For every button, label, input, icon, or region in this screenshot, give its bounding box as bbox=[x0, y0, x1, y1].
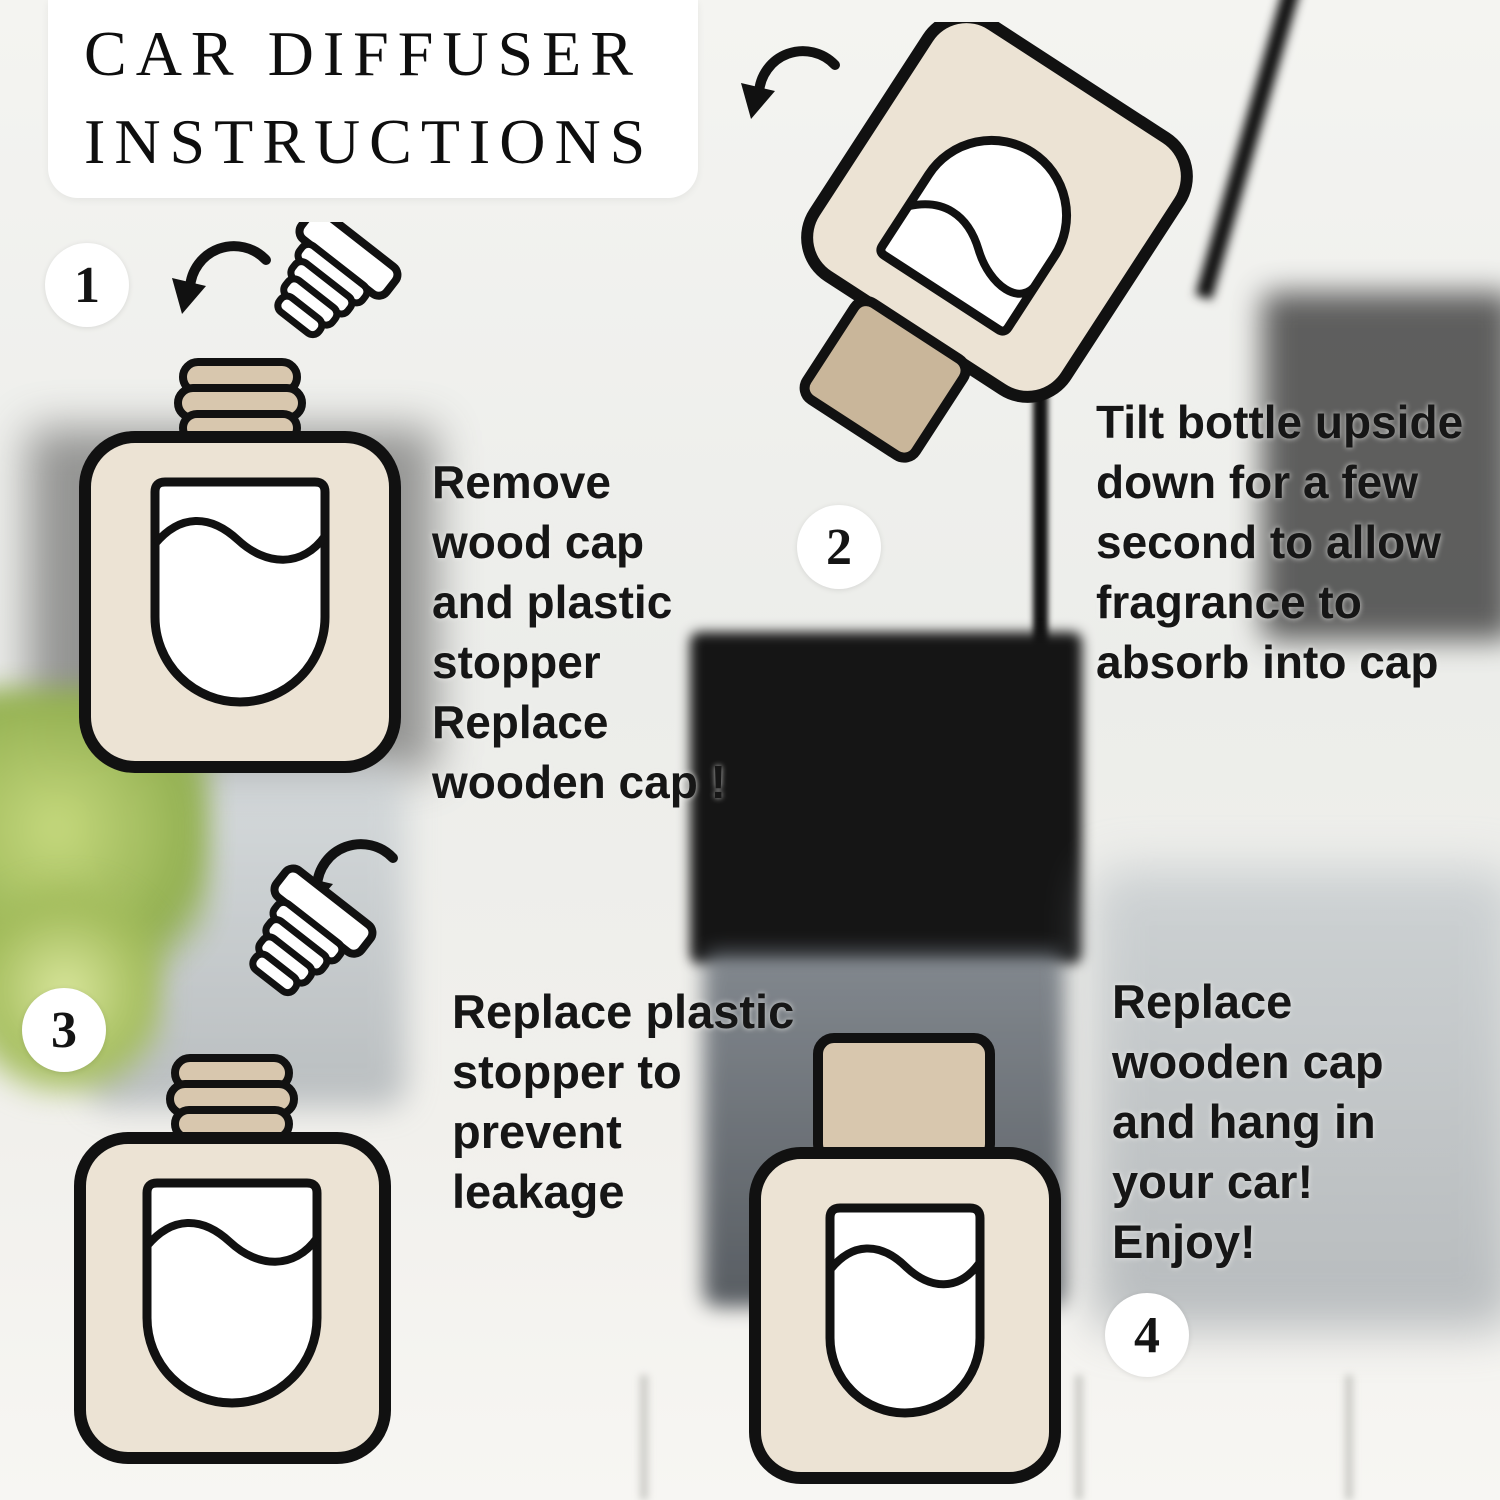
tilted-diffuser-bottle-icon bbox=[799, 22, 1193, 463]
page-title-line-1: CAR DIFFUSER bbox=[84, 18, 642, 89]
bottle-neck bbox=[174, 358, 306, 446]
step3-illustration bbox=[74, 839, 398, 1464]
step2-illustration bbox=[741, 22, 1193, 463]
step4-illustration bbox=[749, 1033, 1061, 1484]
step1-instruction-text: Remove wood cap and plastic stopper Repl… bbox=[432, 456, 726, 808]
step4-instruction-text: Replace wooden cap and hang in your car!… bbox=[1112, 975, 1384, 1268]
background-wood-cube-center bbox=[690, 632, 1082, 964]
wooden-cap-icon bbox=[799, 296, 971, 463]
background-table-edge bbox=[640, 1375, 648, 1500]
step4-number-badge: 4 bbox=[1105, 1293, 1189, 1377]
plastic-stopper-icon bbox=[249, 864, 377, 997]
background-wood-cube-right bbox=[1262, 292, 1500, 640]
title-box: CAR DIFFUSER INSTRUCTIONS bbox=[48, 0, 698, 198]
diffuser-bottle-icon bbox=[749, 1147, 1061, 1484]
fragrance-label bbox=[825, 1203, 985, 1418]
bottle-neck bbox=[166, 1054, 298, 1142]
background-glass-bottle-right bbox=[1092, 868, 1500, 1330]
fragrance-label bbox=[142, 1178, 322, 1408]
plastic-stopper-icon bbox=[274, 222, 402, 339]
step3-instruction-text: Replace plastic stopper to prevent leaka… bbox=[452, 985, 795, 1218]
step1-number-badge: 1 bbox=[45, 243, 129, 327]
diffuser-bottle-icon bbox=[79, 431, 401, 773]
diffuser-bottle-icon bbox=[74, 1132, 391, 1464]
curved-arrow-icon bbox=[172, 241, 271, 314]
wooden-cap-icon bbox=[813, 1033, 995, 1165]
page-title-line-2: INSTRUCTIONS bbox=[84, 106, 655, 177]
liquid-wave bbox=[907, 200, 1041, 298]
step3-number-badge: 3 bbox=[22, 988, 106, 1072]
step2-instruction-text: Tilt bottle upside down for a few second… bbox=[1096, 396, 1464, 688]
step2-number-badge: 2 bbox=[797, 505, 881, 589]
fragrance-label bbox=[150, 477, 330, 707]
liquid-wave bbox=[151, 517, 329, 564]
background-table-edge bbox=[1345, 1375, 1353, 1500]
liquid-wave bbox=[826, 1244, 984, 1289]
step1-illustration bbox=[79, 222, 402, 773]
background-table-edge bbox=[1075, 1375, 1083, 1500]
liquid-wave bbox=[143, 1219, 321, 1266]
curved-arrow-icon bbox=[741, 46, 840, 119]
